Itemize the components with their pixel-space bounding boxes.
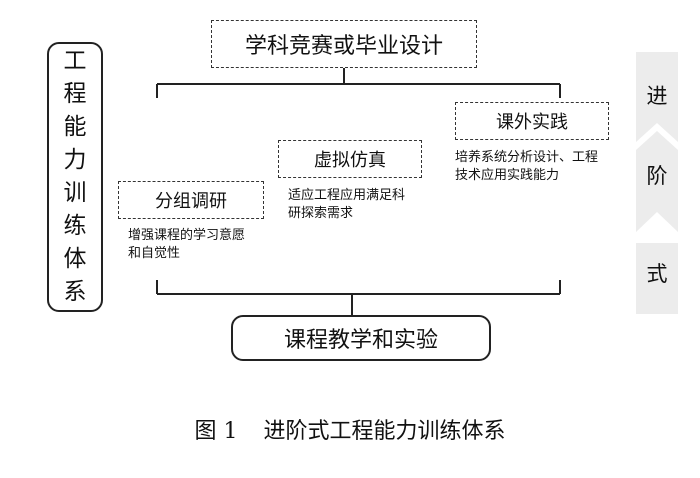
desc-line: 研探索需求 (288, 206, 354, 221)
desc-line: 技术应用实践能力 (455, 168, 560, 183)
top-node-competition-design: 学科竞赛或毕业设计 (211, 20, 477, 68)
desc-line: 适应工程应用满足科 (288, 188, 406, 203)
arrow-char: 式 (646, 262, 668, 286)
left-title-char: 力 (63, 147, 87, 173)
desc-line: 和自觉性 (128, 246, 181, 261)
arrow-char: 进 (646, 84, 668, 108)
desc-line: 培养系统分析设计、工程 (455, 150, 599, 165)
figure-caption: 图 1 进阶式工程能力训练体系 (0, 413, 700, 445)
left-title-char: 程 (63, 81, 87, 107)
left-title-char: 训 (63, 180, 87, 206)
bottom-node-course-teaching: 课程教学和实验 (231, 315, 491, 361)
left-vertical-title: 工 程 能 力 训 练 体 系 (47, 42, 103, 312)
node-group-research: 分组调研 (118, 181, 264, 219)
arrow-segment-3 (636, 243, 678, 314)
node-virtual-simulation-desc: 适应工程应用满足科 研探索需求 (288, 187, 405, 223)
left-title-char: 练 (63, 213, 87, 239)
node-virtual-simulation: 虚拟仿真 (278, 140, 422, 178)
caption-number: 图 1 (194, 419, 238, 444)
node-extracurricular-practice-desc: 培养系统分析设计、工程 技术应用实践能力 (455, 149, 598, 185)
node-extracurricular-practice: 课外实践 (455, 102, 609, 140)
node-group-research-desc: 增强课程的学习意愿 和自觉性 (128, 227, 245, 263)
arrow-segment-2 (636, 131, 678, 232)
arrow-segment-1 (636, 52, 678, 142)
caption-title: 进阶式工程能力训练体系 (263, 419, 506, 444)
arrow-char: 阶 (646, 164, 668, 188)
desc-line: 增强课程的学习意愿 (128, 228, 246, 243)
left-title-char: 工 (63, 48, 87, 74)
left-title-char: 能 (63, 114, 87, 140)
left-title-char: 系 (63, 279, 87, 305)
left-title-char: 体 (63, 246, 87, 272)
